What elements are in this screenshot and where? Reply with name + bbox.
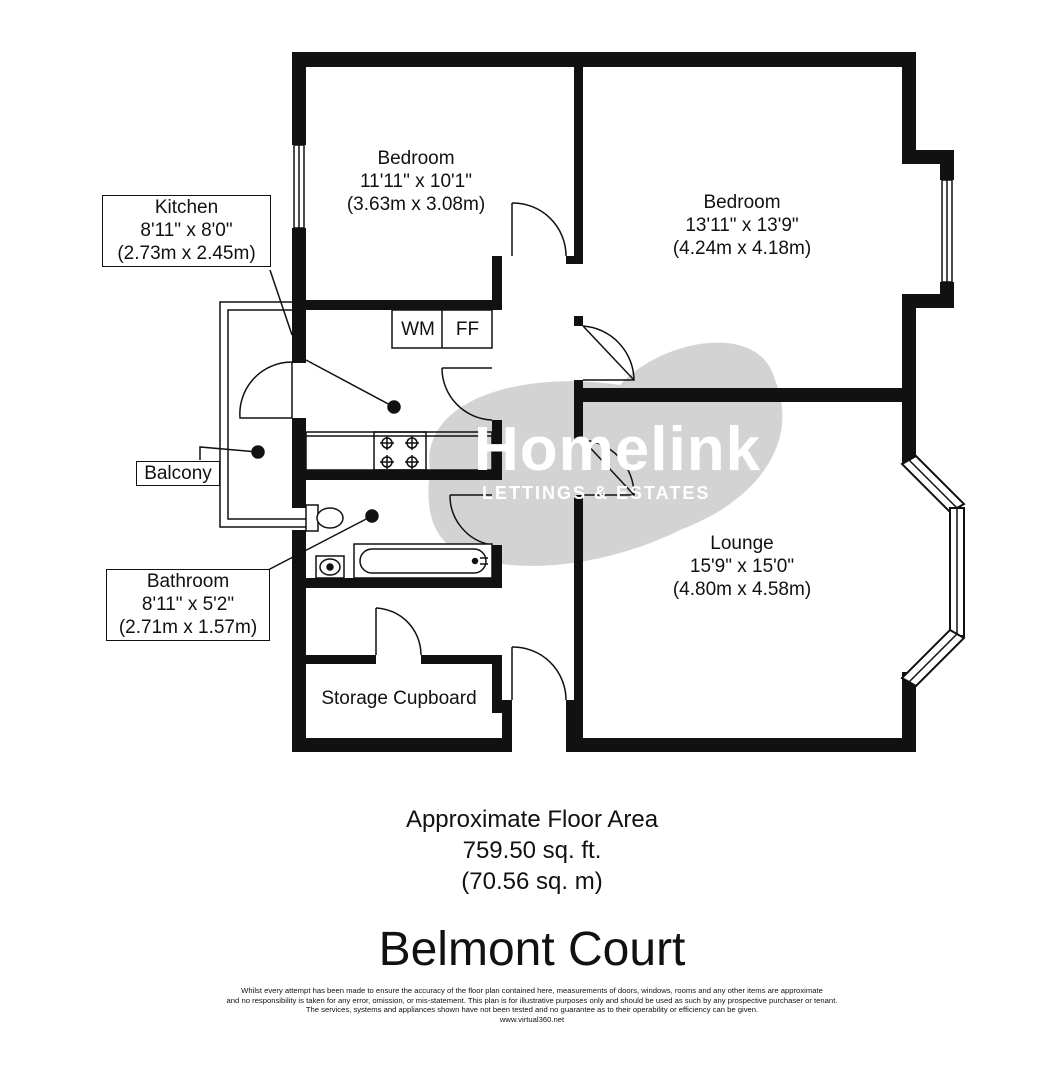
floor-area-heading: Approximate Floor Area	[405, 806, 659, 833]
room-name: Balcony	[144, 463, 212, 484]
room-imperial: 11'11" x 10'1"	[360, 171, 472, 193]
bathroom-fittings	[305, 504, 493, 579]
room-imperial: 15'9" x 15'0"	[689, 556, 795, 578]
windows	[293, 144, 953, 283]
balcony-outline	[219, 301, 318, 528]
floor-area-imperial: 759.50 sq. ft.	[462, 837, 602, 865]
room-balcony: Balcony	[136, 461, 220, 487]
room-name: Bedroom	[703, 192, 781, 213]
leader-lines	[199, 269, 401, 571]
room-name: Storage Cupboard	[321, 688, 477, 709]
room-imperial: 8'11" x 8'0"	[140, 220, 233, 242]
disclaimer-line: and no responsibility is taken for any e…	[226, 995, 838, 1005]
room-lounge: Lounge 15'9" x 15'0" (4.80m x 4.58m)	[642, 532, 842, 602]
watermark-brand: Homelink	[474, 415, 762, 484]
room-name: Kitchen	[154, 197, 219, 218]
room-metric: (2.73m x 2.45m)	[117, 243, 256, 265]
room-metric: (4.80m x 4.58m)	[672, 579, 812, 601]
room-name: Bedroom	[377, 148, 455, 169]
room-bedroom-1: Bedroom 11'11" x 10'1" (3.63m x 3.08m)	[326, 147, 506, 217]
room-imperial: 8'11" x 5'2"	[141, 594, 235, 616]
disclaimer-website: www.virtual360.net	[499, 1014, 565, 1024]
room-imperial: 13'11" x 13'9"	[685, 215, 799, 237]
room-bathroom: Bathroom 8'11" x 5'2" (2.71m x 1.57m)	[106, 569, 270, 641]
room-bedroom-2: Bedroom 13'11" x 13'9" (4.24m x 4.18m)	[642, 191, 842, 261]
appliance-fridge-freezer: FF	[455, 319, 480, 340]
floor-area: Approximate Floor Area 759.50 sq. ft. (7…	[0, 804, 1064, 898]
floor-area-metric: (70.56 sq. m)	[461, 868, 603, 896]
kitchen-fittings	[305, 309, 493, 471]
room-metric: (3.63m x 3.08m)	[346, 194, 486, 216]
disclaimer-line: Whilst every attempt has been made to en…	[241, 986, 823, 995]
room-storage-cupboard: Storage Cupboard	[306, 687, 492, 710]
appliance-washing-machine: WM	[401, 319, 435, 340]
disclaimer: Whilst every attempt has been made to en…	[0, 986, 1064, 1024]
room-name: Lounge	[710, 533, 774, 554]
watermark-tagline: LETTINGS & ESTATES	[482, 483, 711, 503]
floor-plan	[199, 52, 966, 752]
property-name: Belmont Court	[378, 923, 686, 976]
bay-window	[900, 454, 966, 688]
room-metric: (4.24m x 4.18m)	[672, 238, 812, 260]
room-metric: (2.71m x 1.57m)	[118, 617, 258, 639]
doors	[239, 202, 635, 701]
room-name: Bathroom	[146, 571, 230, 592]
walls	[292, 52, 954, 752]
room-kitchen: Kitchen 8'11" x 8'0" (2.73m x 2.45m)	[102, 195, 271, 267]
disclaimer-line: The services, systems and appliances sho…	[305, 1005, 759, 1015]
